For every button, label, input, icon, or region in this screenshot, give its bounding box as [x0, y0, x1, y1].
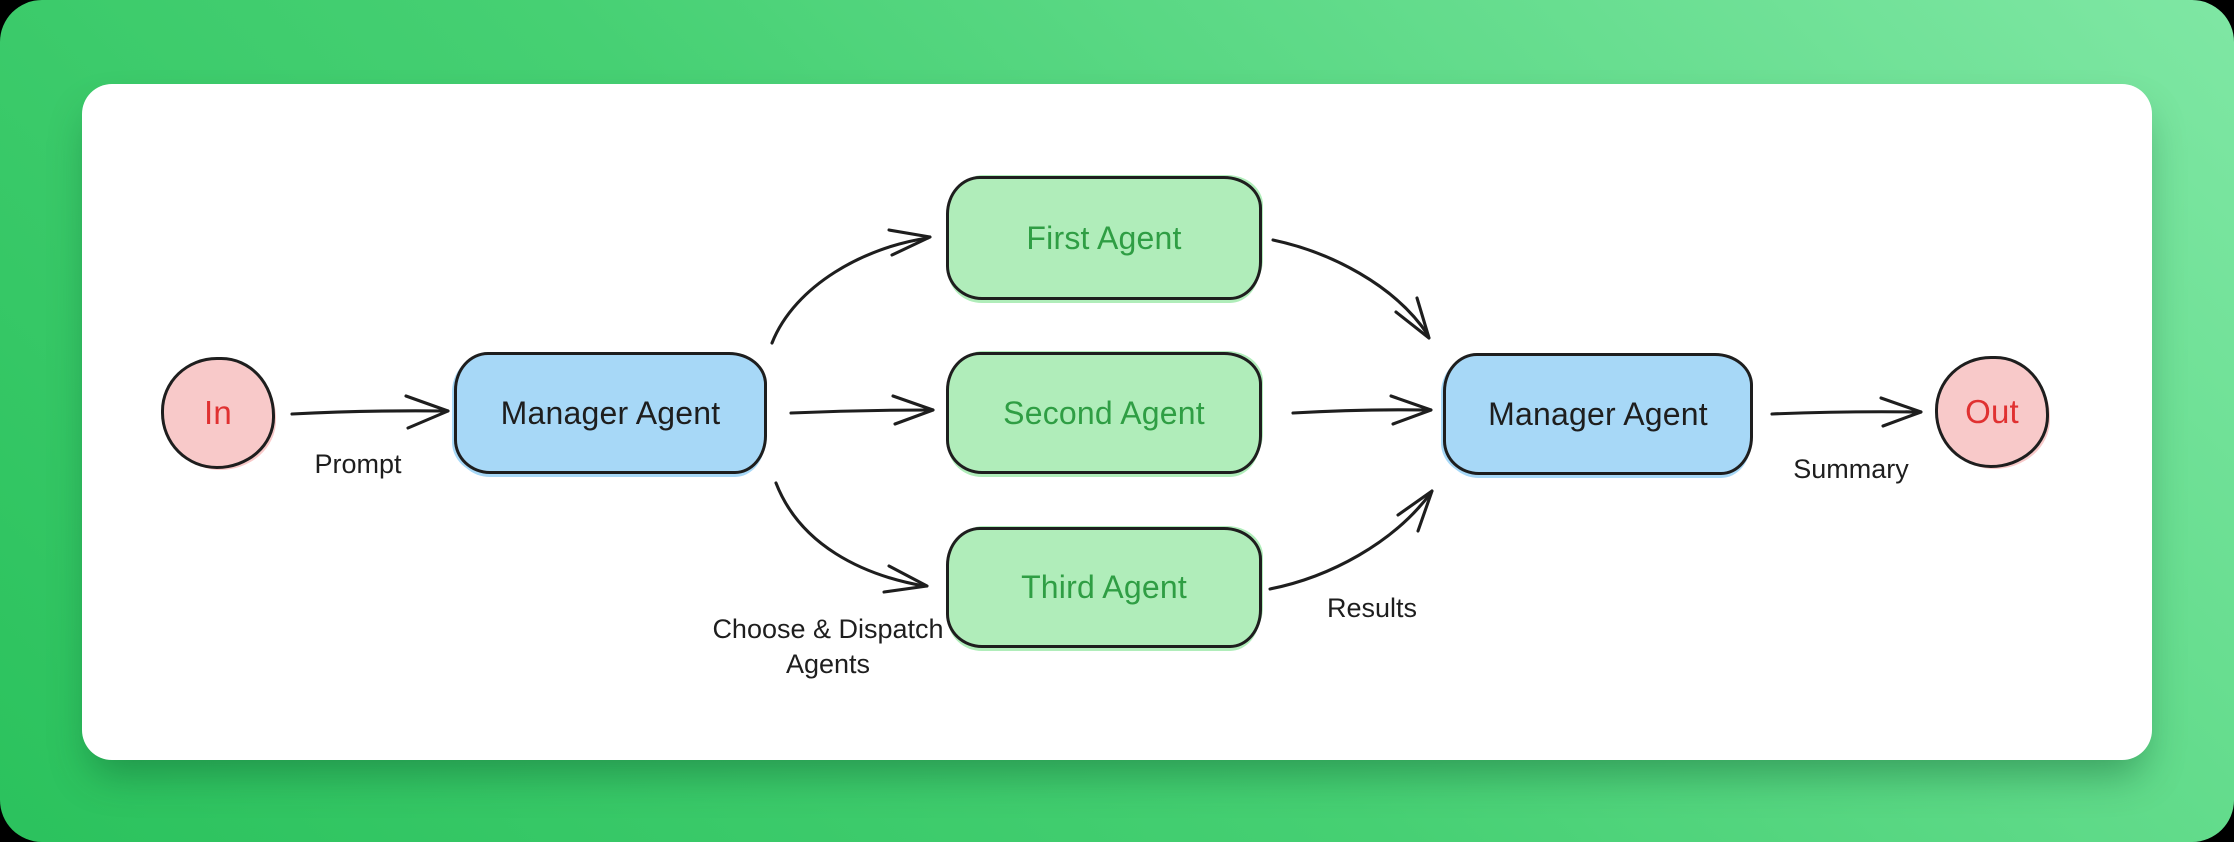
arrow-manager2-to-out [1770, 396, 1923, 428]
arrow-manager1-to-second-agent [789, 394, 935, 426]
node-in: In [161, 357, 275, 469]
node-first-agent: First Agent [946, 176, 1262, 300]
edge-label-choose-dispatch: Choose & Dispatch Agents [712, 614, 944, 679]
arrow-manager1-to-first-agent [770, 228, 932, 345]
arrow-third-agent-to-manager2 [1268, 489, 1434, 591]
node-manager-agent-1: Manager Agent [454, 352, 767, 474]
node-label: Second Agent [1003, 394, 1205, 431]
node-label: Manager Agent [500, 394, 721, 431]
node-label: First Agent [1026, 219, 1182, 256]
node-label: Out [1965, 393, 2019, 430]
edge-label-results: Results [1326, 593, 1418, 623]
arrow-first-agent-to-manager2 [1271, 238, 1431, 340]
node-label: Manager Agent [1488, 395, 1708, 432]
arrow-in-to-manager1 [290, 394, 450, 430]
edge-label-summary: Summary [1793, 454, 1909, 484]
node-label: Third Agent [1021, 569, 1187, 605]
node-label: In [204, 394, 232, 431]
node-manager-agent-2: Manager Agent [1443, 353, 1753, 475]
node-second-agent: Second Agent [946, 352, 1262, 474]
arrow-second-agent-to-manager2 [1291, 394, 1433, 426]
node-out: Out [1935, 356, 2049, 468]
edge-label-prompt: Prompt [314, 449, 402, 479]
arrow-manager1-to-third-agent [774, 481, 929, 594]
node-third-agent: Third Agent [946, 527, 1262, 648]
